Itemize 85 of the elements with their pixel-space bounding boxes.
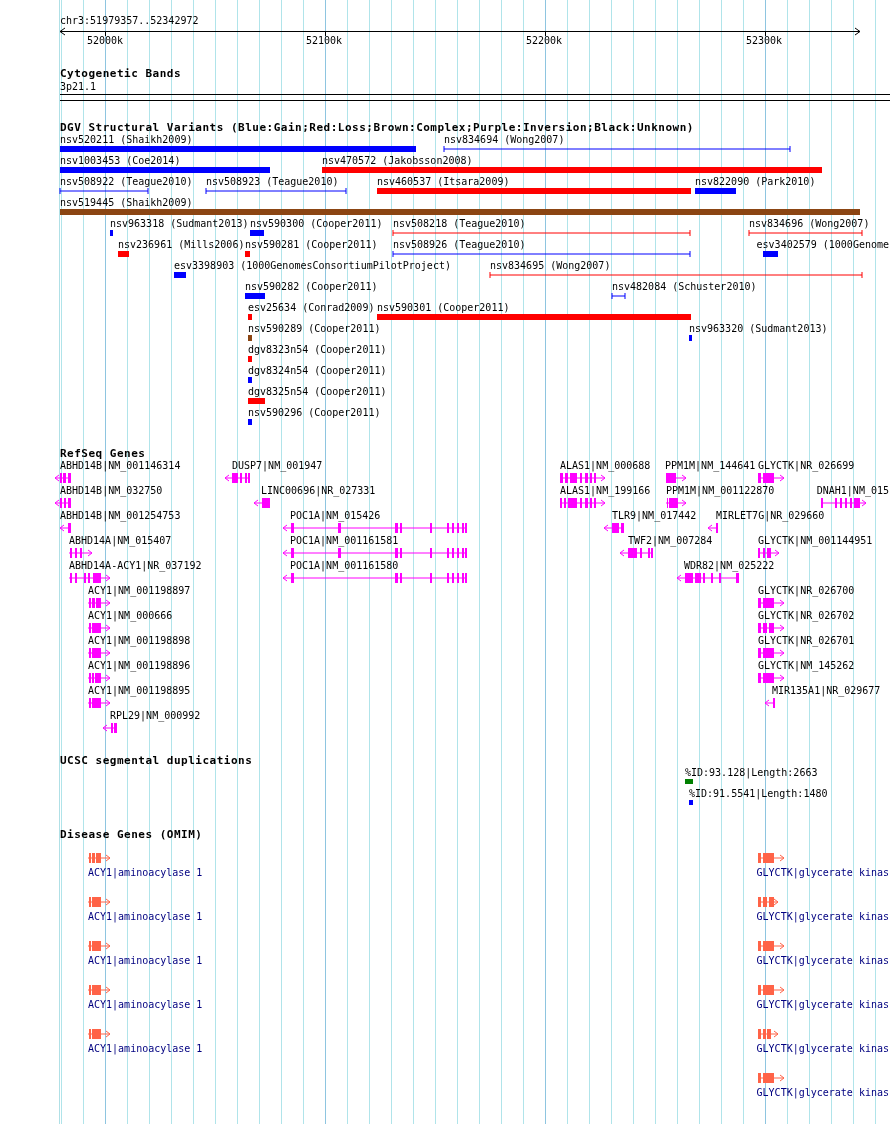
variant-label: nsv834695 (Wong2007)	[490, 260, 611, 272]
disease-gene-label: GLYCTK|glycerate kinas	[756, 911, 889, 923]
gene-label: POC1A|NM_001161580	[290, 560, 399, 572]
gene-label: MIRLET7G|NR_029660	[716, 510, 825, 522]
variant-label: nsv508922 (Teague2010)	[60, 176, 193, 188]
gene-label: TLR9|NM_017442	[612, 510, 697, 522]
gene-label: GLYCTK|NM_001144951	[758, 535, 873, 547]
duplication-label: %ID:91.5541|Length:1480	[689, 788, 828, 800]
variant-label: dgv8323n54 (Cooper2011)	[248, 344, 387, 356]
disease-gene-label: ACY1|aminoacylase 1	[88, 867, 203, 879]
variant-label: esv25634 (Conrad2009)	[248, 302, 375, 314]
track-title: UCSC segmental duplications	[60, 755, 253, 767]
variant-label: nsv590281 (Cooper2011)	[245, 239, 378, 251]
gene-label: DUSP7|NM_001947	[232, 460, 323, 472]
disease-gene-label: ACY1|aminoacylase 1	[88, 1043, 203, 1055]
variant-label: dgv8324n54 (Cooper2011)	[248, 365, 387, 377]
variant-label: nsv590289 (Cooper2011)	[248, 323, 381, 335]
variant-label: nsv963318 (Sudmant2013)	[110, 218, 249, 230]
gene-label: DNAH1|NM_015	[816, 485, 889, 497]
variant-label: nsv508926 (Teague2010)	[393, 239, 526, 251]
gene-label: ALAS1|NM_199166	[560, 485, 651, 497]
variant-label: nsv834694 (Wong2007)	[444, 134, 565, 146]
gene-label: RPL29|NM_000992	[110, 710, 201, 722]
gene-label: ACY1|NM_000666	[88, 610, 173, 622]
gene-label: ACY1|NM_001198898	[88, 635, 191, 647]
gene-label: TWF2|NM_007284	[628, 535, 713, 547]
track-title: DGV Structural Variants (Blue:Gain;Red:Loss;Brown:Complex;Purple:Inversion;Black:Unknown)	[60, 122, 694, 134]
scale-tick-label: 52000k	[87, 35, 124, 47]
gene-label: PPM1M|NM_001122870	[666, 485, 775, 497]
gene-label: WDR82|NM_025222	[684, 560, 775, 572]
track-title: Cytogenetic Bands	[60, 68, 182, 80]
variant-label: nsv1003453 (Coe2014)	[60, 155, 181, 167]
gene-label: PPM1M|NM_144641	[665, 460, 756, 472]
scale-tick-label: 52200k	[526, 35, 563, 47]
disease-gene-label: GLYCTK|glycerate kinas	[756, 867, 889, 879]
disease-gene-label: ACY1|aminoacylase 1	[88, 955, 203, 967]
cytoband-label: 3p21.1	[60, 81, 97, 93]
variant-label: esv3398903 (1000GenomesConsortiumPilotProject)	[174, 260, 451, 272]
gene-label: ACY1|NM_001198896	[88, 660, 191, 672]
gene-label: ABHD14A-ACY1|NR_037192	[69, 560, 202, 572]
variant-label: nsv470572 (Jakobsson2008)	[322, 155, 473, 167]
gene-label: POC1A|NM_015426	[290, 510, 381, 522]
variant-label: esv3402579 (1000Genome	[756, 239, 889, 251]
disease-gene-label: GLYCTK|glycerate kinas	[756, 1087, 889, 1099]
variant-label: nsv508923 (Teague2010)	[206, 176, 339, 188]
variant-label: nsv590301 (Cooper2011)	[377, 302, 510, 314]
gene-label: LINC00696|NR_027331	[261, 485, 376, 497]
gene-label: GLYCTK|NR_026700	[758, 585, 855, 597]
variant-label: nsv590296 (Cooper2011)	[248, 407, 381, 419]
disease-gene-label: GLYCTK|glycerate kinas	[756, 999, 889, 1011]
variant-label: nsv236961 (Mills2006)	[118, 239, 245, 251]
duplication-label: %ID:93.128|Length:2663	[685, 767, 818, 779]
disease-gene-label: GLYCTK|glycerate kinas	[756, 1043, 889, 1055]
gene-label: ABHD14A|NM_015407	[69, 535, 172, 547]
gene-label: ABHD14B|NM_001254753	[60, 510, 181, 522]
variant-label: dgv8325n54 (Cooper2011)	[248, 386, 387, 398]
gene-label: GLYCTK|NM_145262	[758, 660, 855, 672]
gene-label: POC1A|NM_001161581	[290, 535, 399, 547]
variant-label: nsv963320 (Sudmant2013)	[689, 323, 828, 335]
variant-label: nsv520211 (Shaikh2009)	[60, 134, 193, 146]
gene-label: ABHD14B|NM_001146314	[60, 460, 181, 472]
gene-label: ALAS1|NM_000688	[560, 460, 651, 472]
gene-label: ACY1|NM_001198897	[88, 585, 191, 597]
gene-label: ABHD14B|NM_032750	[60, 485, 163, 497]
gene-label: GLYCTK|NR_026699	[758, 460, 855, 472]
variant-label: nsv834696 (Wong2007)	[749, 218, 870, 230]
gene-label: MIR135A1|NR_029677	[772, 685, 881, 697]
scale-tick-label: 52100k	[306, 35, 343, 47]
gene-label: ACY1|NM_001198895	[88, 685, 191, 697]
track-title: Disease Genes (OMIM)	[60, 829, 203, 841]
scale-tick-label: 52300k	[746, 35, 783, 47]
variant-label: nsv482084 (Schuster2010)	[612, 281, 757, 293]
disease-gene-label: GLYCTK|glycerate kinas	[756, 955, 889, 967]
variant-label: nsv590282 (Cooper2011)	[245, 281, 378, 293]
disease-gene-label: ACY1|aminoacylase 1	[88, 999, 203, 1011]
variant-label: nsv519445 (Shaikh2009)	[60, 197, 193, 209]
gene-label: GLYCTK|NR_026701	[758, 635, 855, 647]
track-title: RefSeq Genes	[60, 448, 146, 460]
variant-label: nsv590300 (Cooper2011)	[250, 218, 383, 230]
variant-label: nsv460537 (Itsara2009)	[377, 176, 510, 188]
position-label: chr3:51979357..52342972	[60, 15, 199, 27]
variant-label: nsv822090 (Park2010)	[695, 176, 816, 188]
disease-gene-label: ACY1|aminoacylase 1	[88, 911, 203, 923]
gene-label: GLYCTK|NR_026702	[758, 610, 855, 622]
variant-label: nsv508218 (Teague2010)	[393, 218, 526, 230]
